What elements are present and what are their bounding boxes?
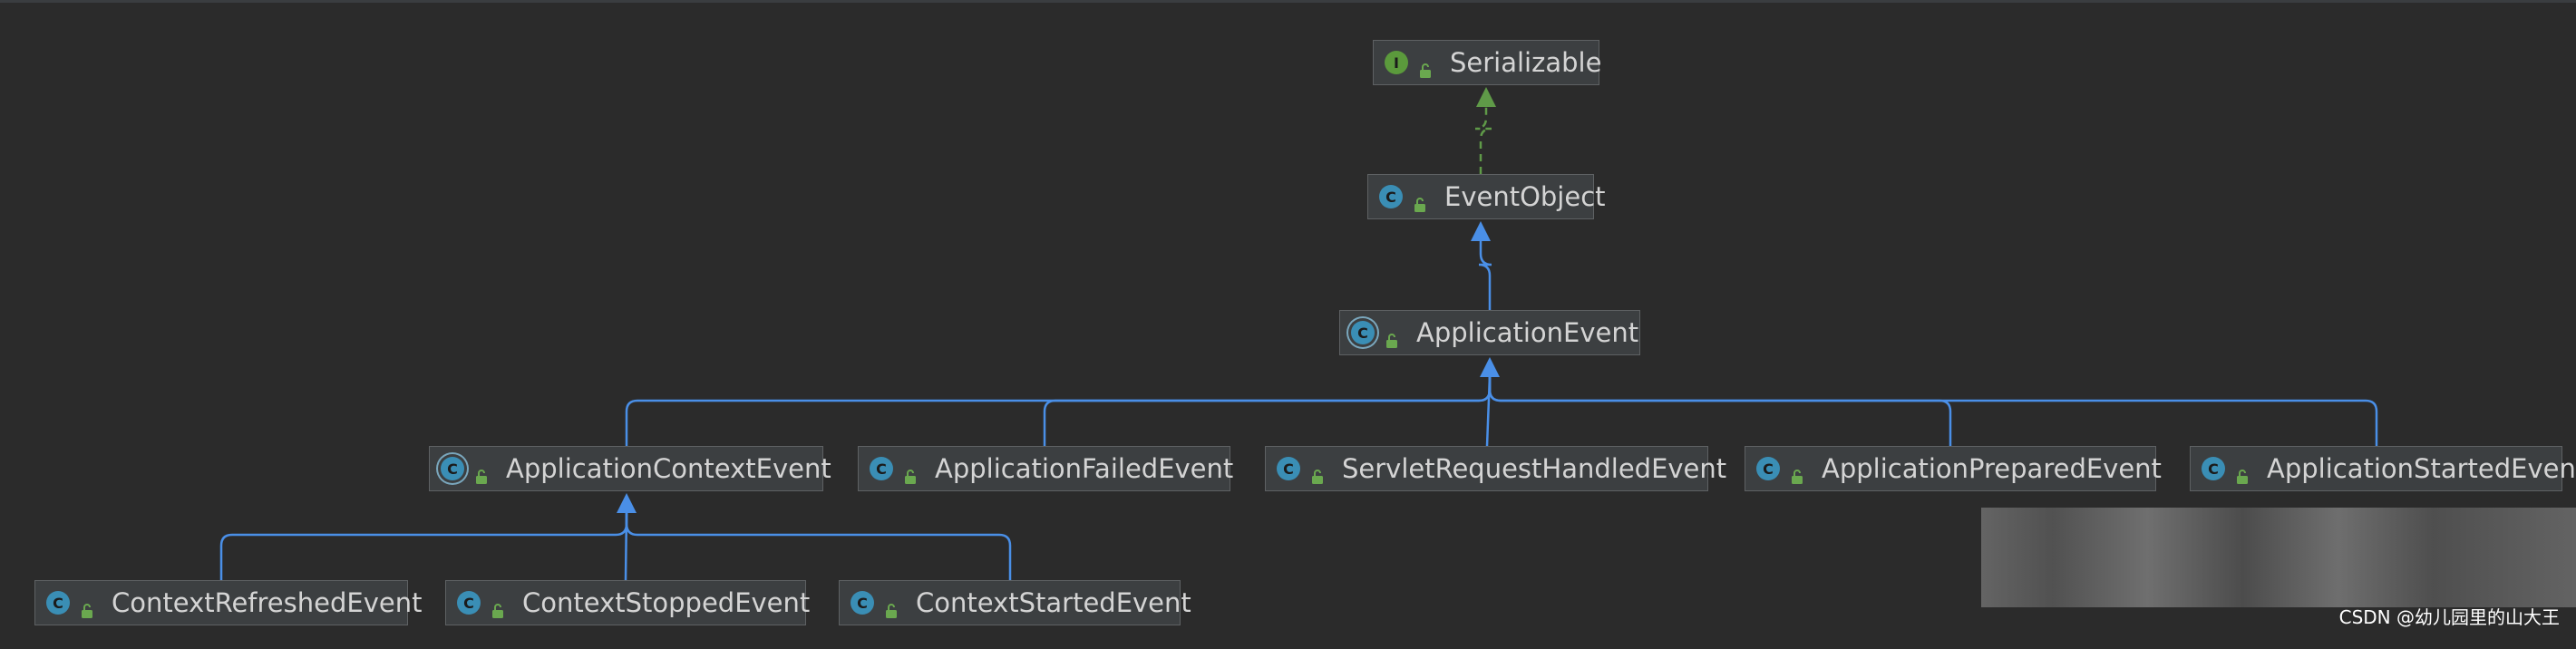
edge-application-context-event-to-application-event <box>625 375 1492 446</box>
class-node-context-refreshed-event[interactable]: C ContextRefreshedEvent <box>34 580 422 625</box>
public-visibility-icon <box>79 595 95 618</box>
edge-event-object-to-serializable <box>1474 105 1492 174</box>
arrowhead-serializable <box>1476 87 1496 107</box>
class-node-label: ContextStartedEvent <box>916 587 1191 618</box>
class-node-serializable[interactable]: I Serializable <box>1373 40 1602 85</box>
class-node-application-started-event[interactable]: C ApplicationStartedEvent <box>2190 446 2576 491</box>
public-visibility-icon <box>1412 189 1428 212</box>
class-icon: C <box>1756 457 1780 480</box>
public-visibility-icon <box>473 460 490 484</box>
class-node-context-started-event[interactable]: C ContextStartedEvent <box>839 580 1191 625</box>
class-icon: C <box>1379 185 1403 208</box>
class-node-application-failed-event[interactable]: C ApplicationFailedEvent <box>858 446 1234 491</box>
class-node-label: ApplicationContextEvent <box>506 453 831 484</box>
public-visibility-icon <box>1309 460 1326 484</box>
edge-context-started-event-to-application-context-event <box>625 511 1012 580</box>
class-node-label: Serializable <box>1450 47 1602 78</box>
class-node-application-context-event[interactable]: C ApplicationContextEvent <box>429 446 831 491</box>
edge-application-event-to-event-object <box>1478 239 1492 310</box>
class-icon: C <box>1277 457 1300 480</box>
class-icon: C <box>851 591 874 615</box>
class-node-event-object[interactable]: C EventObject <box>1367 174 1606 219</box>
edge-application-started-event-to-application-event <box>1488 375 2378 446</box>
class-node-label: ApplicationEvent <box>1416 317 1639 348</box>
class-icon: C <box>2202 457 2225 480</box>
arrowhead-application-context-event <box>617 493 637 513</box>
class-node-label: ApplicationStartedEvent <box>2267 453 2576 484</box>
class-node-context-stopped-event[interactable]: C ContextStoppedEvent <box>445 580 810 625</box>
class-node-label: ContextRefreshedEvent <box>112 587 423 618</box>
edge-application-failed-event-to-application-event <box>1043 375 1492 446</box>
public-visibility-icon <box>2234 460 2250 484</box>
class-node-label: EventObject <box>1444 181 1606 212</box>
abstract-class-icon: C <box>441 457 464 480</box>
class-icon: C <box>870 457 893 480</box>
edge-application-prepared-event-to-application-event <box>1488 375 1952 446</box>
public-visibility-icon <box>1789 460 1805 484</box>
public-visibility-icon <box>490 595 506 618</box>
public-visibility-icon <box>902 460 919 484</box>
public-visibility-icon <box>1417 54 1434 78</box>
class-icon: C <box>457 591 481 615</box>
public-visibility-icon <box>883 595 899 618</box>
class-node-label: ApplicationPreparedEvent <box>1822 453 2162 484</box>
class-node-label: ContextStoppedEvent <box>522 587 811 618</box>
class-icon: C <box>46 591 70 615</box>
editor-top-edge <box>0 0 2576 3</box>
class-node-application-event[interactable]: C ApplicationEvent <box>1339 310 1640 355</box>
blurred-region <box>1981 508 2576 607</box>
abstract-class-icon: C <box>1351 321 1375 344</box>
class-node-application-prepared-event[interactable]: C ApplicationPreparedEvent <box>1745 446 2162 491</box>
class-node-label: ApplicationFailedEvent <box>935 453 1234 484</box>
watermark: CSDN @幼儿园里的山大王 <box>2338 606 2560 628</box>
class-node-label: ServletRequestHandledEvent <box>1342 453 1727 484</box>
arrowhead-event-object <box>1471 221 1491 241</box>
public-visibility-icon <box>1384 324 1400 348</box>
edge-context-refreshed-event-to-application-context-event <box>219 511 628 580</box>
arrowhead-application-event <box>1480 357 1500 377</box>
class-node-servlet-request-handled-event[interactable]: C ServletRequestHandledEvent <box>1265 446 1726 491</box>
interface-icon: I <box>1385 51 1408 74</box>
